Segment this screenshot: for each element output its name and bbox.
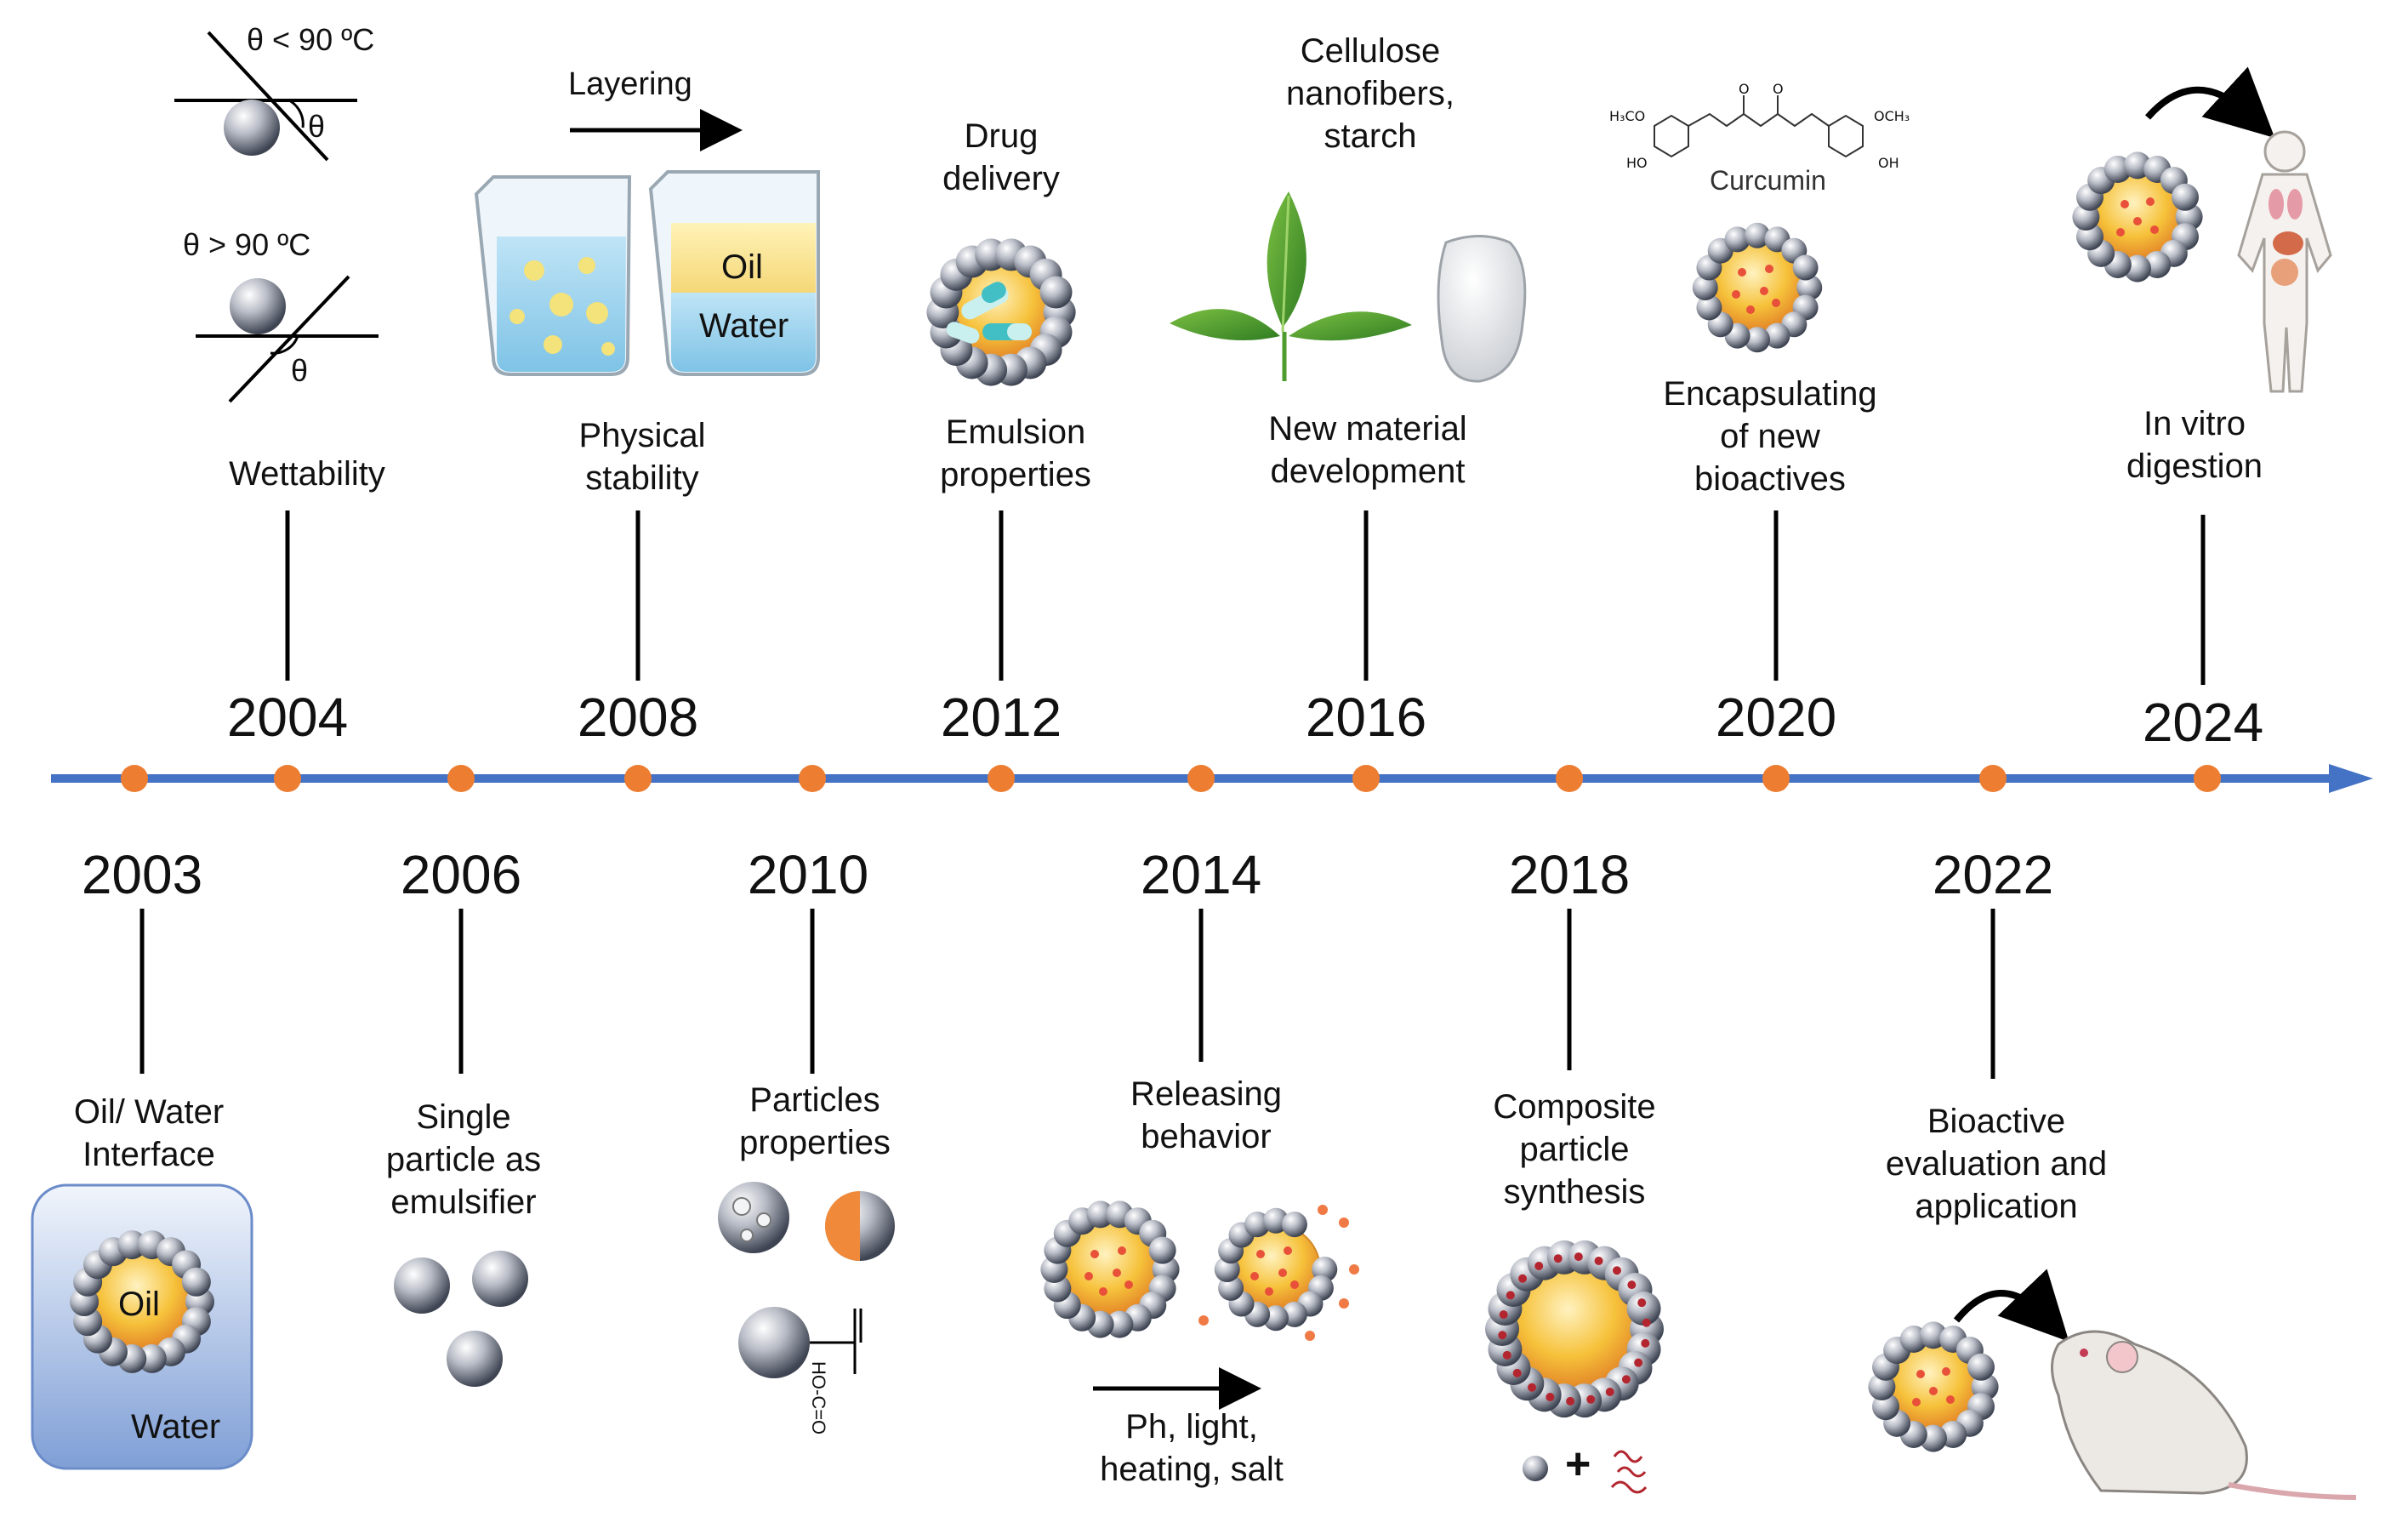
cellulose-starch-label: Cellulose nanofibers, starch xyxy=(1286,32,1454,155)
timeline-dot xyxy=(447,765,475,792)
label-2014-releasing-behavior: Releasing behavior xyxy=(1130,1075,1282,1155)
drug-delivery-illustration xyxy=(926,238,1076,386)
timeline-dot xyxy=(274,765,301,792)
cellulose-starch-illustration xyxy=(1170,191,1527,383)
single-particles-illustration xyxy=(394,1251,528,1387)
wettability-illustration xyxy=(174,31,379,403)
year-2024: 2024 xyxy=(2142,692,2264,753)
label-2018-composite-synthesis: Composite particle synthesis xyxy=(1493,1088,1656,1211)
wettability-angle-low: θ < 90 ºC xyxy=(247,22,375,57)
beaker-oil-label: Oil xyxy=(721,248,763,286)
wettability-theta-1: θ xyxy=(308,109,326,144)
timeline-dot xyxy=(624,765,652,792)
year-2004: 2004 xyxy=(226,687,349,748)
curcumin-o1: O xyxy=(1739,81,1750,97)
year-2003: 2003 xyxy=(81,844,203,905)
timeline-dot xyxy=(799,765,826,792)
timeline-dot xyxy=(988,765,1015,792)
wettability-angle-high: θ > 90 ºC xyxy=(183,227,311,262)
timeline-dot xyxy=(1352,765,1380,792)
label-2010-particles-properties: Particles properties xyxy=(739,1081,891,1161)
timeline-dot xyxy=(2194,765,2221,792)
curcumin-label: Curcumin xyxy=(1710,165,1826,196)
year-2016: 2016 xyxy=(1305,687,1427,748)
curcumin-och3: OCH₃ xyxy=(1874,108,1910,124)
timeline-dot xyxy=(121,765,148,792)
mouse-bioactive-illustration xyxy=(1868,1269,2357,1500)
label-2003-oil-water-interface: Oil/ Water Interface xyxy=(73,1093,225,1173)
year-2018: 2018 xyxy=(1508,844,1631,905)
label-2022-bioactive-evaluation: Bioactive evaluation and application xyxy=(1885,1103,2108,1225)
curcumin-h3co: H₃CO xyxy=(1609,108,1646,124)
curcumin-o2: O xyxy=(1773,81,1784,97)
label-2008-physical-stability: Physical stability xyxy=(578,417,706,497)
year-2006: 2006 xyxy=(400,844,522,905)
carboxyl-group-label: HO-C=O xyxy=(808,1361,829,1435)
layering-arrow-label: Layering xyxy=(568,66,692,102)
interface-water-label: Water xyxy=(131,1408,221,1446)
year-2010: 2010 xyxy=(747,844,869,905)
label-2012-emulsion-properties: Emulsion properties xyxy=(940,413,1091,493)
release-illustration xyxy=(1040,1200,1359,1410)
label-2020-encapsulating: Encapsulating of new bioactives xyxy=(1663,375,1877,498)
drug-delivery-label: Drug delivery xyxy=(942,117,1060,197)
wettability-theta-2: θ xyxy=(291,353,309,388)
timeline-dot xyxy=(1979,765,2007,792)
timeline-dot xyxy=(1762,765,1790,792)
interface-oil-label: Oil xyxy=(118,1286,160,1323)
timeline-connectors xyxy=(139,510,2206,1079)
timeline-dots xyxy=(121,765,2221,792)
year-2014: 2014 xyxy=(1140,844,1262,905)
beakers-illustration xyxy=(474,109,820,376)
composite-plus-sign: + xyxy=(1565,1440,1591,1489)
label-2004-wettability: Wettability xyxy=(229,455,385,493)
year-2012: 2012 xyxy=(940,687,1062,748)
particle-properties-illustration xyxy=(718,1182,895,1378)
label-2024-in-vitro-digestion: In vitro digestion xyxy=(2126,405,2263,485)
year-2022: 2022 xyxy=(1932,844,2054,905)
in-vitro-digestion-illustration xyxy=(2072,66,2332,393)
release-conditions-label: Ph, light, heating, salt xyxy=(1100,1408,1284,1488)
year-2008: 2008 xyxy=(577,687,699,748)
curcumin-illustration xyxy=(1654,95,1864,353)
curcumin-ho: HO xyxy=(1626,155,1648,171)
beaker-water-label: Water xyxy=(699,307,789,345)
composite-particle-illustration xyxy=(1485,1240,1664,1494)
year-2020: 2020 xyxy=(1715,687,1837,748)
label-2006-single-particle: Single particle as emulsifier xyxy=(385,1098,542,1221)
label-2016-new-material-development: New material development xyxy=(1268,410,1467,490)
timeline-dot xyxy=(1556,765,1583,792)
curcumin-oh: OH xyxy=(1878,155,1899,171)
timeline-dot xyxy=(1187,765,1215,792)
oil-water-interface-illustration xyxy=(31,1183,253,1470)
